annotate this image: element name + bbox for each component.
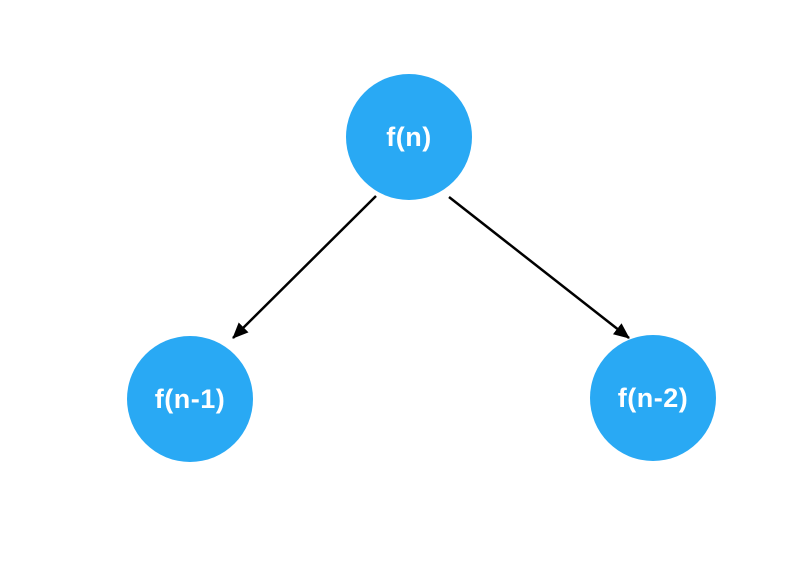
- node-f-n-1: f(n-1): [127, 336, 253, 462]
- edge-root-to-left: [232, 195, 377, 339]
- node-f-n-2-label: f(n-2): [617, 382, 689, 413]
- node-f-n-1-label: f(n-1): [154, 383, 226, 414]
- node-f-n: f(n): [346, 74, 472, 200]
- node-f-n-label: f(n): [386, 121, 432, 152]
- node-f-n-2: f(n-2): [590, 335, 716, 461]
- edge-root-to-right: [448, 196, 630, 339]
